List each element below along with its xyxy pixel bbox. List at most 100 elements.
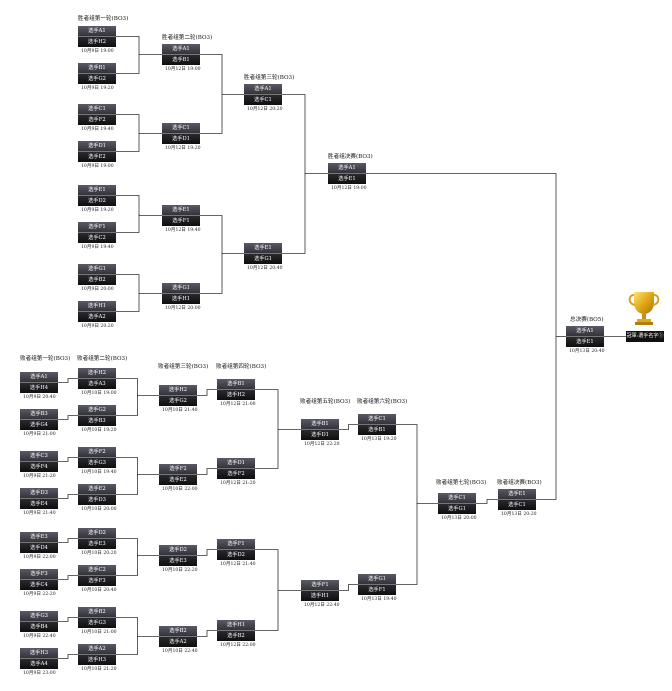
match-player-top: 选手H2 <box>159 385 197 395</box>
match-player-bottom: 选手E3 <box>78 538 116 549</box>
connector-lr1g-lr2g <box>58 617 78 622</box>
match-player-bottom: 选手B1 <box>358 424 396 435</box>
connector-in-wr3b <box>221 253 244 255</box>
match-player-top: 选手B2 <box>78 607 116 617</box>
match-time: 10月9日 19:00 <box>81 49 114 54</box>
match-player-top: 选手B1 <box>217 379 255 389</box>
match-time: 10月10日 22:00 <box>162 487 198 492</box>
match-time: 10月12日 19:00 <box>165 67 201 72</box>
match-time: 10月9日 19:20 <box>81 86 114 91</box>
connector-in-lr5b <box>277 590 301 591</box>
match-time: 10月12日 20:00 <box>165 306 201 311</box>
connector-lr3b-lr4b <box>197 468 217 475</box>
connector-in-wr2d <box>138 293 162 294</box>
match-player-top: 选手G3 <box>20 611 58 621</box>
match-player-bottom: 选手B4 <box>20 621 58 632</box>
match-time: 10月9日 20:20 <box>81 324 114 329</box>
match-player-top: 选手C2 <box>78 565 116 575</box>
match-time: 10月10日 20:40 <box>81 588 117 593</box>
match-player-bottom: 选手D3 <box>78 494 116 505</box>
match-player-bottom: 选手H1 <box>301 590 339 601</box>
match-time: 10月9日 20:40 <box>23 395 56 400</box>
match-player-top: 选手A1 <box>20 372 58 382</box>
match-player-bottom: 选手F1 <box>358 584 396 595</box>
match-player-bottom: 选手A2 <box>78 311 116 322</box>
connector-lr7 <box>396 424 418 585</box>
connector-wr2c <box>116 195 140 233</box>
connector-in-wr3a <box>221 94 244 95</box>
match-player-top: 选手G1 <box>358 574 396 584</box>
match-time: 10月10日 19:40 <box>81 470 117 475</box>
match-time: 10月12日 19:00 <box>331 186 367 191</box>
connector-lr3a <box>116 378 138 416</box>
connector-wr2b <box>116 114 140 152</box>
match-time: 10月12日 21:20 <box>220 481 256 486</box>
match-player-top: 选手B1 <box>301 419 339 429</box>
round-label-gf: 总决赛(BO5) <box>570 317 604 323</box>
match-player-bottom: 选手G1 <box>438 503 476 514</box>
match-player-bottom: 选手H3 <box>78 654 116 665</box>
match-time: 10月10日 19:20 <box>81 428 117 433</box>
round-label-lr6: 败者组第六轮(BO3) <box>357 399 408 405</box>
match-player-bottom: 选手E4 <box>20 498 58 509</box>
connector-in-lr3a <box>137 395 159 397</box>
connector-wf <box>282 94 306 254</box>
match-player-bottom: 选手E1 <box>566 336 604 347</box>
match-player-top: 选手D1 <box>217 458 255 468</box>
match-player-top: 选手B2 <box>159 626 197 636</box>
connector-gf <box>366 173 557 500</box>
match-time: 10月9日 22:40 <box>23 634 56 639</box>
match-time: 10月12日 22:00 <box>220 643 256 648</box>
match-player-bottom: 选手D2 <box>217 549 255 560</box>
match-player-top: 选手C1 <box>358 414 396 424</box>
round-label-wr2: 胜者组第二轮(BO3) <box>162 35 213 41</box>
connector-lr5b-lr6b <box>339 584 358 591</box>
round-label-wf: 胜者组决赛(BO3) <box>328 154 373 160</box>
match-player-top: 选手C1 <box>162 123 200 133</box>
match-player-bottom: 选手A4 <box>20 658 58 669</box>
connector-in-lr5a <box>277 429 301 430</box>
match-time: 10月13日 19:20 <box>361 437 397 442</box>
match-player-top: 选手F1 <box>217 539 255 549</box>
round-label-lr7: 败者组第七轮(BO3) <box>436 480 487 486</box>
match-player-top: 选手H3 <box>20 648 58 658</box>
match-player-top: 选手E3 <box>20 532 58 542</box>
connector-lr5a-lr6a <box>339 424 358 430</box>
match-player-top: 选手C3 <box>20 451 58 461</box>
match-player-bottom: 选手C1 <box>244 94 282 105</box>
connector-in-wr2c <box>138 214 162 216</box>
match-time: 10月10日 22:20 <box>162 568 198 573</box>
match-player-bottom: 选手G4 <box>20 419 58 430</box>
match-time: 10月10日 20:20 <box>81 551 117 556</box>
connector-wr3b <box>200 215 223 294</box>
connector-in-wr2b <box>138 133 162 134</box>
match-player-top: 选手E1 <box>78 185 116 195</box>
connector-lr3c <box>116 538 138 576</box>
connector-lr7-lf <box>476 499 498 504</box>
connector-wr2d <box>116 274 140 312</box>
match-time: 10月9日 23:00 <box>23 671 56 676</box>
round-label-wr1: 胜者组第一轮(BO3) <box>78 16 129 22</box>
match-time: 10月13日 19:40 <box>361 597 397 602</box>
connector-in-lr3c <box>137 555 159 557</box>
match-player-bottom: 选手B2 <box>217 630 255 641</box>
connector-lr1d-lr2d <box>58 494 78 499</box>
match-player-bottom: 选手C4 <box>20 579 58 590</box>
